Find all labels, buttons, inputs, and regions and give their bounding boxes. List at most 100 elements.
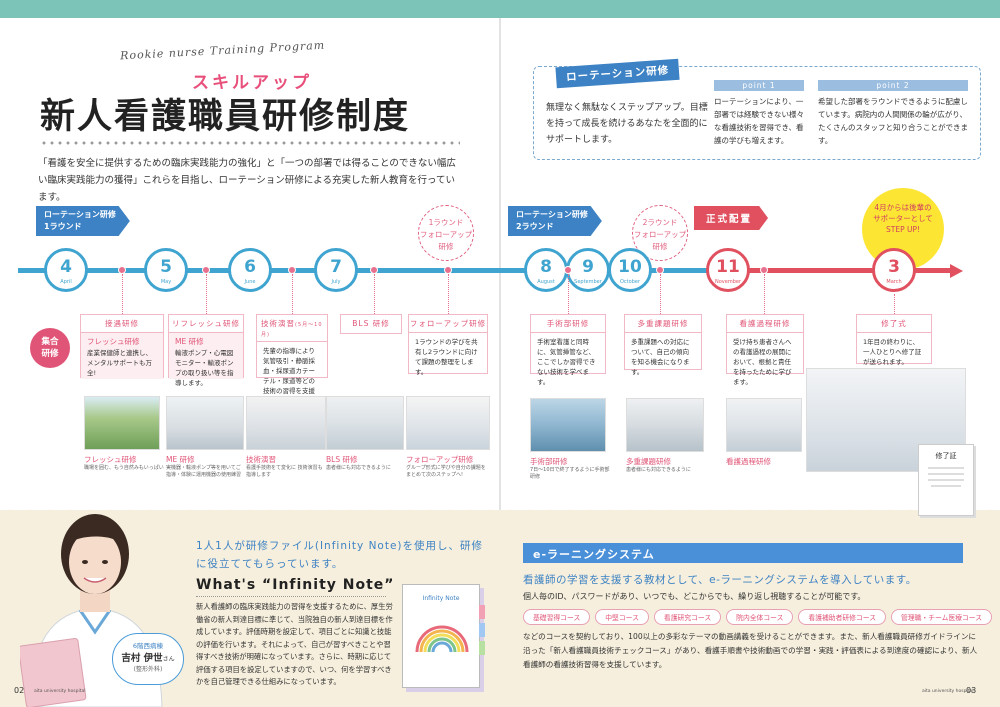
card-sub: ME 研修: [175, 337, 204, 346]
card-body: 受け持ち患者さんへの看護過程の展開において、根拠と責任を持ったために学びます。: [733, 338, 792, 386]
month-num: 8: [540, 257, 552, 277]
connector: [206, 274, 207, 314]
card-head: BLS 研修: [352, 319, 390, 328]
photo-bls: [326, 396, 404, 450]
card-head: 技術演習: [261, 319, 295, 328]
elearning-sub: 看護師の学習を支援する教材として、e-ラーニングシステムを導入しています。: [523, 574, 917, 586]
certificate: 修了証: [918, 444, 974, 516]
infinity-lead: 1人1人が研修ファイル(Infinity Note)を使用し、研修に役立ててもら…: [196, 540, 484, 570]
caption-title: 多重課題研修: [626, 457, 671, 466]
photo-follow: [406, 396, 490, 450]
page-fold: [499, 18, 501, 707]
point-2-text: 希望した部署をラウンドできるように配慮しています。病院内の人間関係の輪が広がり、…: [818, 97, 968, 145]
rainbow-icon: [415, 625, 469, 653]
photo-multi: [626, 398, 704, 452]
caption-sub: グループ形式に学びや自分の課題をまとめて次のステップへ!: [406, 465, 486, 478]
elearning-body: 個人毎のID、パスワードがあり、いつでも、どこからでも、繰り返し視聴することが可…: [523, 592, 866, 601]
infinity-note-book: Infinity Note: [402, 584, 485, 688]
timeline-dot: [288, 266, 296, 274]
card-follow-up: フォローアップ研修 1ラウンドの学びを共有し2ラウンドに向けて課題の整理をします…: [408, 314, 488, 376]
connector: [292, 274, 293, 314]
photo-process: [726, 398, 802, 452]
photo-surgery: [530, 398, 606, 452]
photo-fresh: [84, 396, 160, 450]
course-chip: 基礎習得コース: [523, 609, 591, 625]
top-bar: [0, 0, 1000, 18]
card-head: 看護過程研修: [727, 315, 803, 333]
month-label: March: [886, 279, 902, 285]
timeline-dot: [564, 266, 572, 274]
page-title: 新人看護職員研修制度: [40, 97, 411, 137]
course-chip: 中堅コース: [595, 609, 649, 625]
connector: [448, 274, 449, 314]
timeline-line-3: [708, 268, 953, 273]
caption-multi: 多重課題研修患者様にも対応できるように: [626, 456, 706, 474]
infinity-body: 新人看護師の臨床実践能力の習得を支援するために、厚生労働省の新人到達目標に準じて…: [196, 602, 393, 686]
caption-bls: BLS 研修患者様にも対応できるように: [326, 454, 404, 472]
caption-title: ME 研修: [166, 455, 195, 464]
caption-sub: 看護手技術をて変化に 技術演習も指導します: [246, 465, 323, 478]
caption-sub: 職場を囲む、もう自然みもいっぱい: [84, 465, 164, 471]
point-1: point 1 ローテーションにより、一部署では経験できない様々な看護技術を習得…: [714, 80, 804, 147]
point-1-label: point 1: [714, 80, 804, 91]
caption-me: ME 研修実機器・輸液ポンプ等を用いてご指導・体験に運用機器の使用練習: [166, 454, 244, 479]
card-multi-task: 多重課題研修 多重課題への対応について、自己の傾向を知る機会になります。: [624, 314, 702, 376]
card-head: リフレッシュ研修: [169, 315, 243, 333]
course-chip: 院内全体コース: [726, 609, 794, 625]
timeline-dot: [656, 266, 664, 274]
card-body: 手術室看護と同時に、気管挿管など、ここでしか習得できない技術を学べます。: [537, 338, 596, 386]
card-head: 多重課題研修: [625, 315, 701, 333]
follow1-circle: 1ラウンド フォローアップ 研修: [418, 205, 474, 261]
course-chip: 管理職・チーム医療コース: [891, 609, 993, 625]
card-head: 手術部研修: [531, 315, 605, 333]
caption-sub: 患者様にも対応できるように: [326, 465, 391, 471]
staff-ward: 6階西病棟: [132, 642, 164, 650]
gather-badge: 集合 研修: [30, 328, 70, 368]
timeline-dot: [370, 266, 378, 274]
caption-title: 手術部研修: [530, 457, 568, 466]
caption-title: フレッシュ研修: [84, 455, 137, 464]
card-reception: 接遇研修 フレッシュ研修産業保健師と連携し、メンタルサポートも万全!: [80, 314, 164, 379]
official-flag: 正式配置: [694, 206, 769, 230]
infinity-heading: What's “Infinity Note”: [196, 577, 395, 593]
hospital-name-right: aita university hospital: [922, 689, 974, 694]
card-head: フォローアップ研修: [409, 315, 487, 333]
month-num: 3: [888, 257, 900, 277]
card-surgery: 手術部研修 手術室看護と同時に、気管挿管など、ここでしか習得できない技術を学べま…: [530, 314, 606, 386]
point-2-label: point 2: [818, 80, 968, 91]
timeline-dot: [118, 266, 126, 274]
photo-me: [166, 396, 244, 450]
caption-skill: 技術演習看護手技術をて変化に 技術演習も指導します: [246, 454, 324, 479]
month-label: April: [60, 279, 72, 285]
infinity-divider: [196, 596, 386, 597]
card-body: 1ラウンドの学びを共有し2ラウンドに向けて課題の整理をします。: [415, 338, 478, 376]
month-label: May: [160, 279, 172, 285]
card-refresh: リフレッシュ研修 ME 研修輸液ポンプ・心電図モニター・輸液ポンプの取り扱い等を…: [168, 314, 244, 387]
rotation-text: 無理なく無駄なくステップアップ。目標を持って成長を続けるあなたを全面的にサポート…: [546, 103, 708, 145]
caption-title: BLS 研修: [326, 455, 358, 464]
month-num: 7: [330, 257, 342, 277]
course-chip: 看護補助者研修コース: [798, 609, 887, 625]
connector: [660, 274, 661, 314]
course-chip: 看護研究コース: [653, 609, 722, 625]
card-body: 1年目の終わりに、一人ひとりへ修了証が送られます。: [863, 338, 922, 366]
caption-fresh: フレッシュ研修職場を囲む、もう自然みもいっぱい: [84, 454, 164, 472]
point-2: point 2 希望した部署をラウンドできるように配慮しています。病院内の人間関…: [818, 80, 968, 147]
book-title: Infinity Note: [422, 595, 460, 602]
skillup-label: スキルアップ: [192, 73, 312, 93]
month-num: 6: [244, 257, 256, 277]
month-label: November: [714, 279, 741, 285]
elearning-header: e-ラーニングシステム: [523, 543, 963, 563]
month-num: 4: [60, 257, 72, 277]
month-num: 9: [582, 257, 594, 277]
month-label: July: [331, 279, 341, 285]
caption-process: 看護過程研修: [726, 456, 806, 467]
elearning-desc: などのコースを契約しており、100以上の多彩なテーマの動画講義を受けることができ…: [523, 632, 978, 669]
round2-flag: ローテーション研修 2ラウンド: [508, 206, 602, 236]
